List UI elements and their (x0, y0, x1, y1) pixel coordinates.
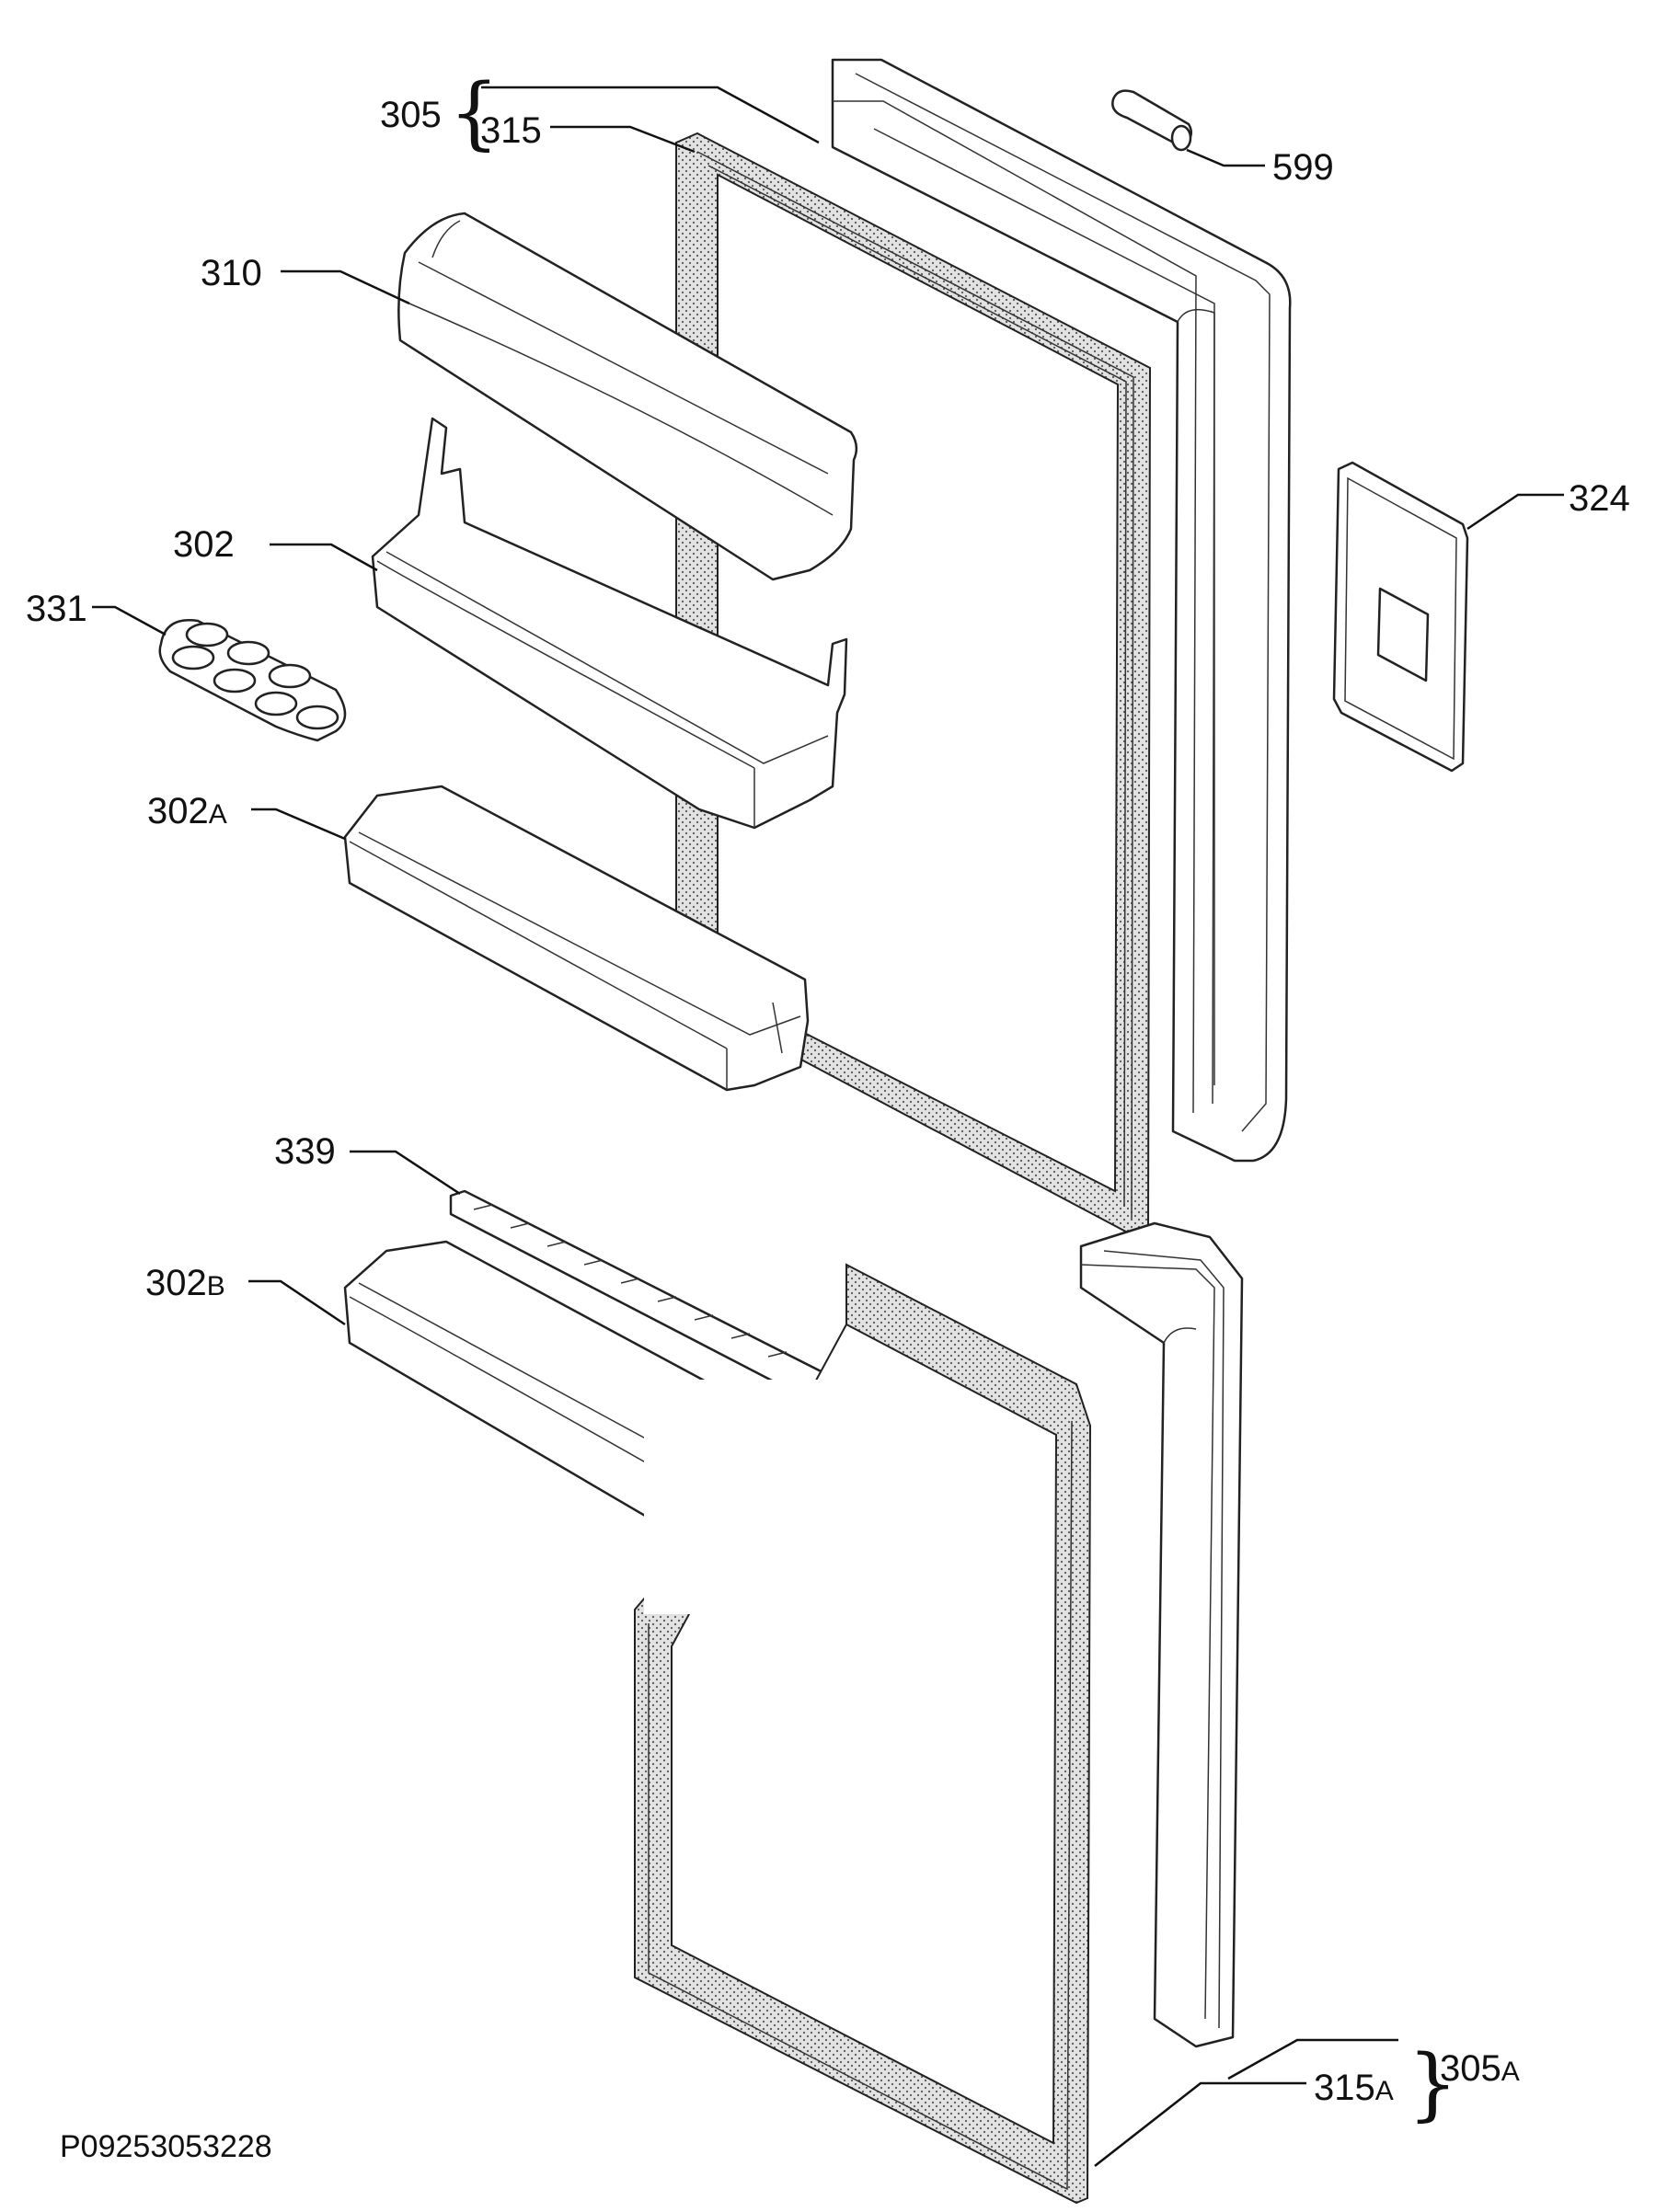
hinge-cap (1111, 89, 1193, 152)
label-305: 305 (380, 95, 442, 135)
upper-door (831, 58, 1292, 1163)
name-plate (1332, 461, 1469, 773)
lower-gasket (634, 1263, 1092, 2205)
middle-door-shelf (343, 785, 810, 1092)
label-302A: 302A (147, 791, 227, 831)
label-302A-suffix: A (209, 799, 227, 830)
label-305A-number: 305 (1440, 2048, 1501, 2089)
document-id: P09253053228 (60, 2129, 272, 2164)
label-315A-number: 315 (1314, 2068, 1375, 2108)
label-315A: 315A (1314, 2068, 1394, 2108)
label-599: 599 (1272, 147, 1334, 188)
brace-305A: } (1408, 2038, 1458, 2130)
lower-door (1079, 1221, 1244, 2048)
label-305A-suffix: A (1501, 2057, 1520, 2087)
label-302B-suffix: B (207, 1271, 225, 1301)
egg-tray (158, 619, 347, 742)
label-302A-number: 302 (147, 791, 209, 831)
label-315: 315 (480, 110, 542, 151)
label-339: 339 (274, 1131, 336, 1172)
part-labels: 305 { 315 599 310 324 302 331 302A 339 3… (26, 67, 1630, 2164)
label-315A-suffix: A (1375, 2076, 1394, 2106)
label-302: 302 (173, 524, 235, 565)
label-305A: 305A (1440, 2048, 1520, 2089)
label-331: 331 (26, 589, 87, 629)
dairy-compartment-lid (397, 212, 858, 581)
callout-lines (92, 86, 1564, 2167)
upper-door-shelf (371, 417, 848, 830)
label-310: 310 (201, 253, 262, 293)
label-302B: 302B (145, 1263, 225, 1303)
brace-305: { (449, 67, 500, 159)
label-302B-number: 302 (145, 1263, 207, 1303)
label-324: 324 (1569, 478, 1630, 519)
